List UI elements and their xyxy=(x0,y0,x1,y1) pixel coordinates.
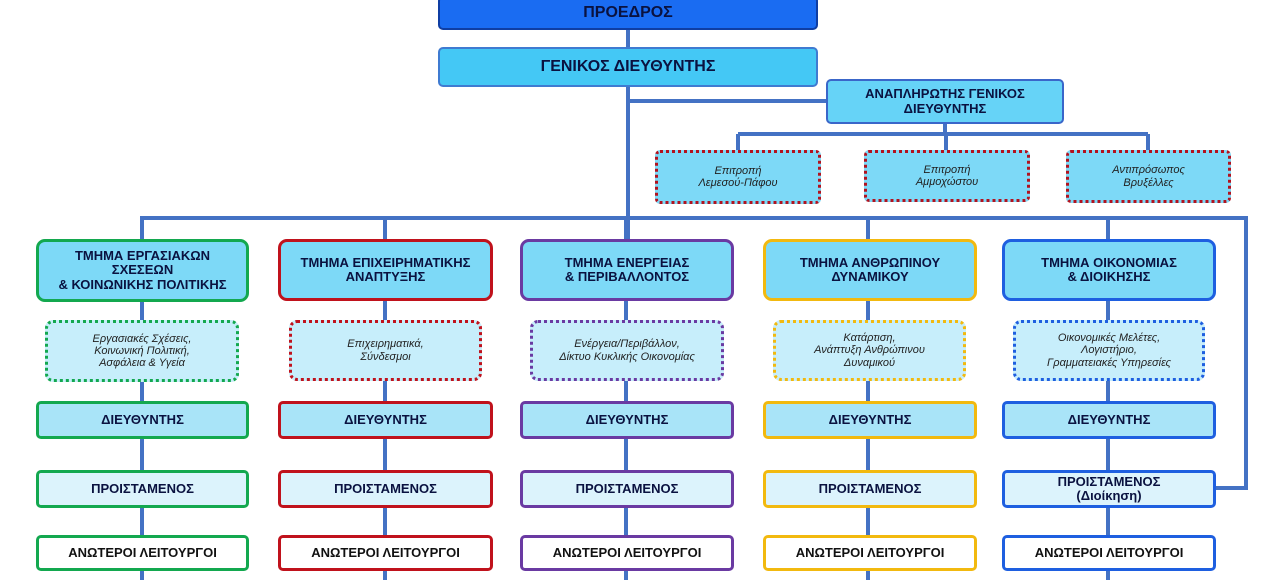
department-title: ΤΜΗΜΑ ΟΙΚΟΝΟΜΙΑΣ & ΔΙΟΙΚΗΣΗΣ xyxy=(1041,254,1177,284)
department-area: Εργασιακές Σχέσεις, Κοινωνική Πολιτική, … xyxy=(92,332,192,370)
senior-officers-label: ΑΝΩΤΕΡΟΙ ΛΕΙΤΟΥΡΓΟΙ xyxy=(795,544,945,560)
deputy-general-manager-label: ΑΝΑΠΛΗΡΩΤΗΣ ΓΕΝΙΚΟΣ ΔΙΕΥΘΥΝΤΗΣ xyxy=(865,86,1025,116)
director-box: ΔΙΕΥΘΥΝΤΗΣ xyxy=(36,401,249,439)
senior-officers-label: ΑΝΩΤΕΡΟΙ ΛΕΙΤΟΥΡΓΟΙ xyxy=(1034,544,1184,560)
head-label: ΠΡΟΙΣΤΑΜΕΝΟΣ xyxy=(818,480,922,496)
president-box: ΠΡΟΕΔΡΟΣ xyxy=(438,0,818,30)
director-box: ΔΙΕΥΘΥΝΤΗΣ xyxy=(520,401,734,439)
senior-officers-box: ΑΝΩΤΕΡΟΙ ΛΕΙΤΟΥΡΓΟΙ xyxy=(520,535,734,571)
head-label: ΠΡΟΙΣΤΑΜΕΝΟΣ (Διοίκηση) xyxy=(1057,473,1161,503)
committee-label: Επιτροπή Λεμεσού-Πάφου xyxy=(698,164,778,189)
department-title: ΤΜΗΜΑ ΕΠΙΧΕΙΡΗΜΑΤΙΚΗΣ ΑΝΑΠΤΥΞΗΣ xyxy=(300,254,471,284)
head-box: ΠΡΟΙΣΤΑΜΕΝΟΣ xyxy=(278,470,493,508)
department-area-box: Κατάρτιση, Ανάπτυξη Ανθρώπινου Δυναμικού xyxy=(773,320,966,381)
director-box: ΔΙΕΥΘΥΝΤΗΣ xyxy=(1002,401,1216,439)
head-box: ΠΡΟΙΣΤΑΜΕΝΟΣ xyxy=(520,470,734,508)
senior-officers-box: ΑΝΩΤΕΡΟΙ ΛΕΙΤΟΥΡΓΟΙ xyxy=(278,535,493,571)
department-title-box: ΤΜΗΜΑ ΕΝΕΡΓΕΙΑΣ & ΠΕΡΙΒΑΛΛΟΝΤΟΣ xyxy=(520,239,734,301)
general-manager-label: ΓΕΝΙΚΟΣ ΔΙΕΥΘΥΝΤΗΣ xyxy=(540,58,716,76)
senior-officers-box: ΑΝΩΤΕΡΟΙ ΛΕΙΤΟΥΡΓΟΙ xyxy=(763,535,977,571)
director-box: ΔΙΕΥΘΥΝΤΗΣ xyxy=(763,401,977,439)
senior-officers-label: ΑΝΩΤΕΡΟΙ ΛΕΙΤΟΥΡΓΟΙ xyxy=(68,544,217,560)
senior-officers-label: ΑΝΩΤΕΡΟΙ ΛΕΙΤΟΥΡΓΟΙ xyxy=(552,544,702,560)
department-title: ΤΜΗΜΑ ΕΡΓΑΣΙΑΚΩΝ ΣΧΕΣΕΩΝ & ΚΟΙΝΩΝΙΚΗΣ ΠΟ… xyxy=(58,248,227,292)
head-label: ΠΡΟΙΣΤΑΜΕΝΟΣ xyxy=(91,480,194,496)
department-title: ΤΜΗΜΑ ΑΝΘΡΩΠΙΝΟΥ ΔΥΝΑΜΙΚΟΥ xyxy=(799,254,941,284)
department-title-box: ΤΜΗΜΑ ΑΝΘΡΩΠΙΝΟΥ ΔΥΝΑΜΙΚΟΥ xyxy=(763,239,977,301)
director-box: ΔΙΕΥΘΥΝΤΗΣ xyxy=(278,401,493,439)
department-title-box: ΤΜΗΜΑ ΟΙΚΟΝΟΜΙΑΣ & ΔΙΟΙΚΗΣΗΣ xyxy=(1002,239,1216,301)
department-area-box: Οικονομικές Μελέτες, Λογιστήριο, Γραμματ… xyxy=(1013,320,1205,381)
general-manager-box: ΓΕΝΙΚΟΣ ΔΙΕΥΘΥΝΤΗΣ xyxy=(438,47,818,87)
director-label: ΔΙΕΥΘΥΝΤΗΣ xyxy=(585,411,669,427)
head-box: ΠΡΟΙΣΤΑΜΕΝΟΣ xyxy=(36,470,249,508)
head-label: ΠΡΟΙΣΤΑΜΕΝΟΣ xyxy=(575,480,679,496)
department-title-box: ΤΜΗΜΑ ΕΡΓΑΣΙΑΚΩΝ ΣΧΕΣΕΩΝ & ΚΟΙΝΩΝΙΚΗΣ ΠΟ… xyxy=(36,239,249,302)
department-area: Κατάρτιση, Ανάπτυξη Ανθρώπινου Δυναμικού xyxy=(814,332,925,369)
department-area-box: Επιχειρηματικά, Σύνδεσμοι xyxy=(289,320,482,381)
department-area-box: Εργασιακές Σχέσεις, Κοινωνική Πολιτική, … xyxy=(45,320,239,382)
director-label: ΔΙΕΥΘΥΝΤΗΣ xyxy=(828,411,912,427)
committee-famagusta: Επιτροπή Αμμοχώστου xyxy=(864,150,1030,202)
deputy-general-manager-box: ΑΝΑΠΛΗΡΩΤΗΣ ΓΕΝΙΚΟΣ ΔΙΕΥΘΥΝΤΗΣ xyxy=(826,79,1064,124)
director-label: ΔΙΕΥΘΥΝΤΗΣ xyxy=(101,411,184,427)
director-label: ΔΙΕΥΘΥΝΤΗΣ xyxy=(344,411,427,427)
senior-officers-label: ΑΝΩΤΕΡΟΙ ΛΕΙΤΟΥΡΓΟΙ xyxy=(311,544,460,560)
senior-officers-box: ΑΝΩΤΕΡΟΙ ΛΕΙΤΟΥΡΓΟΙ xyxy=(1002,535,1216,571)
department-area-box: Ενέργεια/Περιβάλλον, Δίκτυο Κυκλικής Οικ… xyxy=(530,320,724,381)
president-label: ΠΡΟΕΔΡΟΣ xyxy=(583,4,673,22)
representative-brussels: Αντιπρόσωπος Βρυξέλλες xyxy=(1066,150,1231,203)
committee-label: Επιτροπή Αμμοχώστου xyxy=(915,163,979,188)
senior-officers-box: ΑΝΩΤΕΡΟΙ ΛΕΙΤΟΥΡΓΟΙ xyxy=(36,535,249,571)
department-area: Επιχειρηματικά, Σύνδεσμοι xyxy=(347,338,424,363)
department-area: Ενέργεια/Περιβάλλον, Δίκτυο Κυκλικής Οικ… xyxy=(559,338,695,363)
committee-limassol-paphos: Επιτροπή Λεμεσού-Πάφου xyxy=(655,150,821,204)
committee-label: Αντιπρόσωπος Βρυξέλλες xyxy=(1112,164,1185,189)
department-title-box: ΤΜΗΜΑ ΕΠΙΧΕΙΡΗΜΑΤΙΚΗΣ ΑΝΑΠΤΥΞΗΣ xyxy=(278,239,493,301)
head-box: ΠΡΟΙΣΤΑΜΕΝΟΣ (Διοίκηση) xyxy=(1002,470,1216,508)
department-title: ΤΜΗΜΑ ΕΝΕΡΓΕΙΑΣ & ΠΕΡΙΒΑΛΛΟΝΤΟΣ xyxy=(564,254,690,284)
department-area: Οικονομικές Μελέτες, Λογιστήριο, Γραμματ… xyxy=(1047,332,1171,369)
head-box: ΠΡΟΙΣΤΑΜΕΝΟΣ xyxy=(763,470,977,508)
director-label: ΔΙΕΥΘΥΝΤΗΣ xyxy=(1067,411,1151,427)
head-label: ΠΡΟΙΣΤΑΜΕΝΟΣ xyxy=(334,480,437,496)
